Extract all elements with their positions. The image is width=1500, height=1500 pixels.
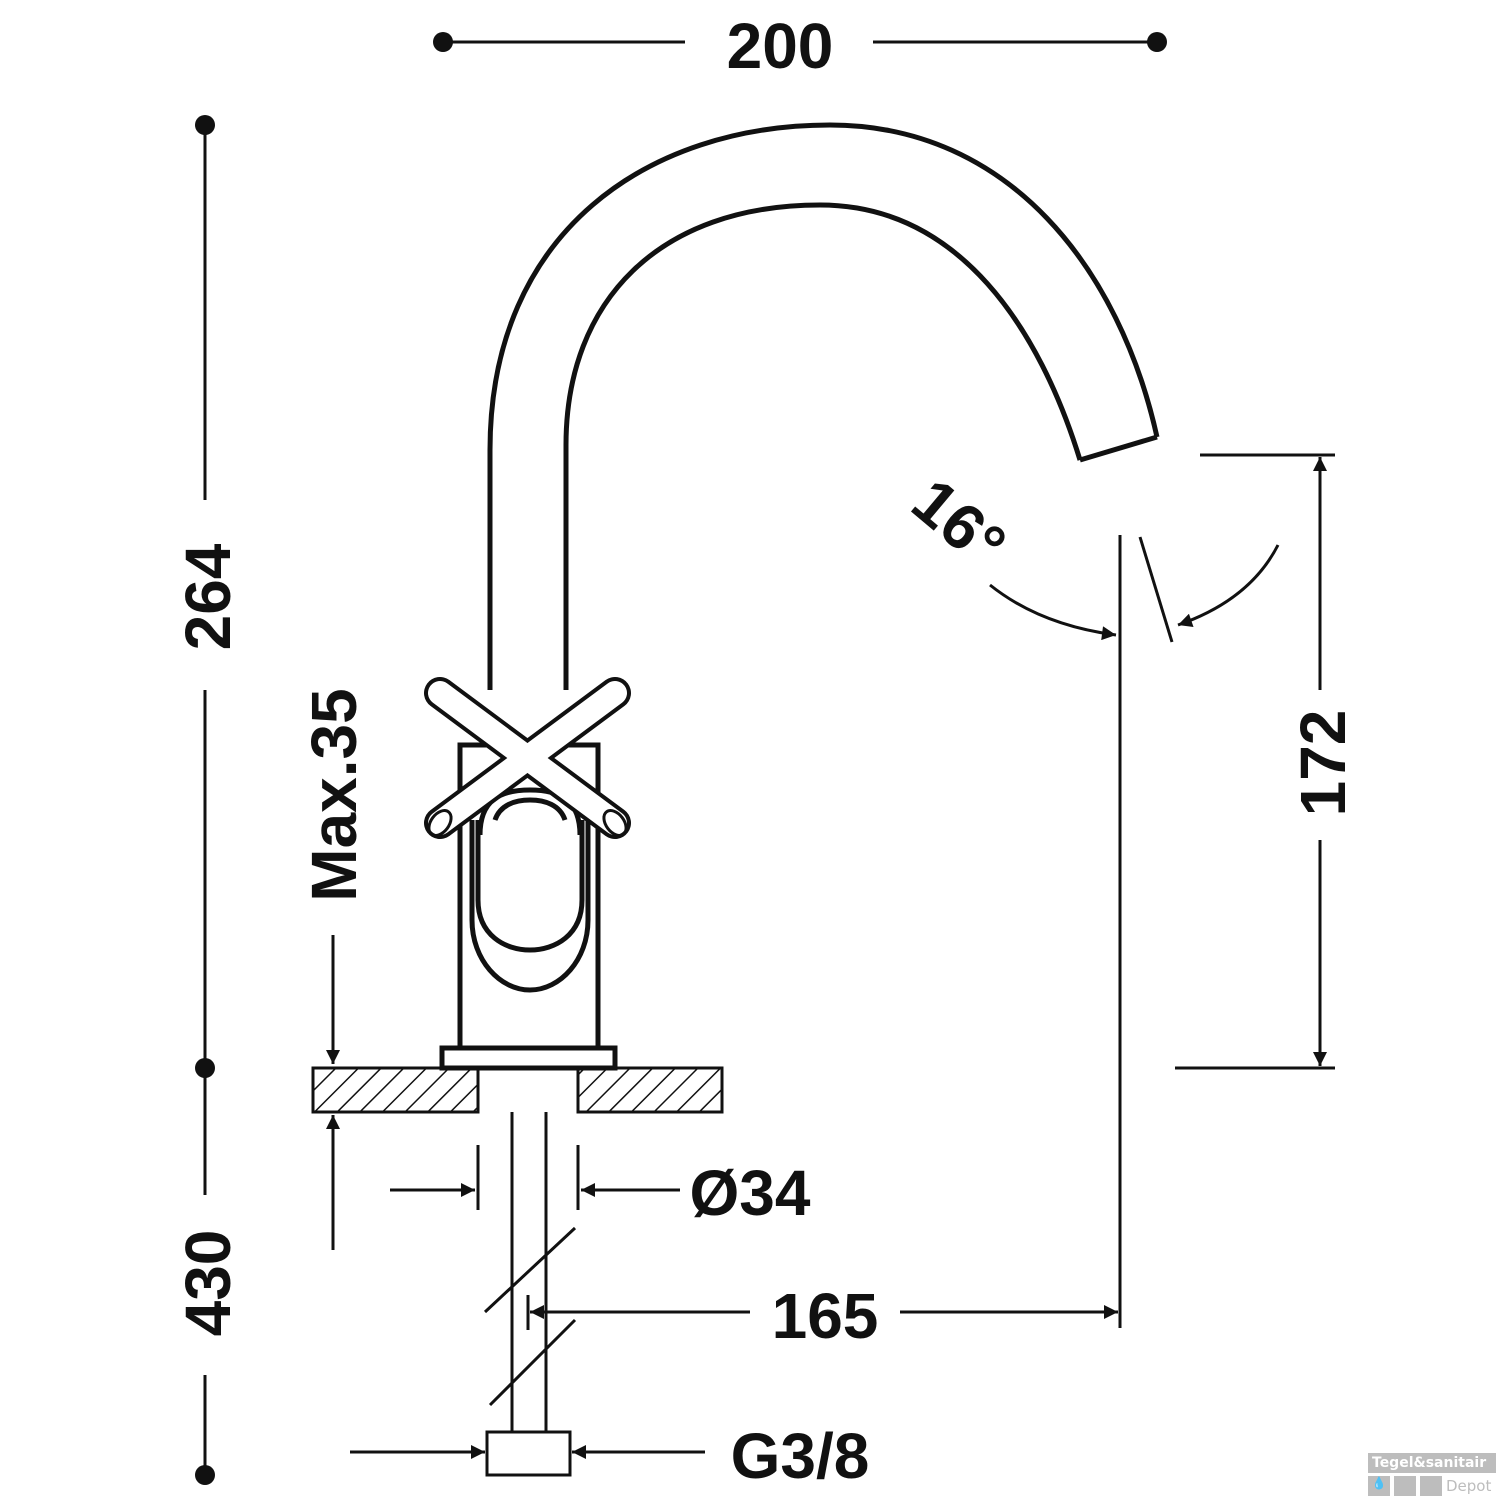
reach-dimension: 165 — [526, 535, 1122, 1352]
hole-diameter-label: Ø34 — [690, 1157, 811, 1229]
max-thickness-dimension: Max.35 — [298, 688, 370, 1250]
watermark-logo: Tegel&sanitair 💧 Depot — [1368, 1453, 1496, 1496]
countertop — [311, 1066, 724, 1114]
max-thickness-label: Max.35 — [298, 688, 370, 901]
total-length-label: 430 — [172, 1230, 244, 1337]
width-dimension: 200 — [433, 10, 1167, 82]
spout — [487, 122, 1160, 690]
width-label: 200 — [727, 10, 834, 82]
connection-dimension: G3/8 — [350, 1420, 869, 1492]
reach-label: 165 — [772, 1280, 879, 1352]
hole-diameter-dimension: Ø34 — [390, 1145, 811, 1229]
watermark-brand: Tegel&sanitair — [1368, 1453, 1496, 1473]
drop-icon: 💧 — [1368, 1476, 1390, 1496]
spout-height-label: 172 — [1287, 710, 1359, 817]
cross-handle — [424, 677, 631, 839]
spout-height-total-label: 264 — [172, 543, 244, 650]
watermark-sub: Depot — [1446, 1477, 1492, 1495]
spout-height-dimension: 172 — [1175, 453, 1359, 1070]
connection-label: G3/8 — [731, 1420, 870, 1492]
angle-label: 16° — [899, 464, 1019, 581]
height-dimension: 264 430 — [172, 115, 244, 1485]
supply-pipe — [483, 1112, 577, 1477]
angle-dimension: 16° — [899, 464, 1280, 643]
